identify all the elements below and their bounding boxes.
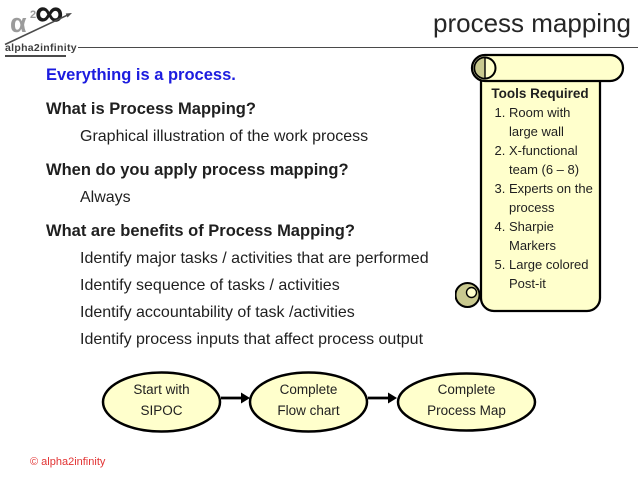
benefit-item: Identify process inputs that affect proc… — [80, 331, 424, 348]
brand-underline — [5, 55, 66, 57]
tools-list-item: Sharpie Markers — [509, 217, 598, 255]
flow-step-label: Start with SIPOC — [133, 382, 190, 418]
tools-list: Room with large wall X-functional team (… — [482, 103, 598, 293]
page-title: process mapping — [433, 8, 631, 38]
copyright-notice: © alpha2infinity — [30, 456, 106, 468]
tools-panel-title: Tools Required — [491, 86, 589, 101]
flow-step-label: Complete Process Map — [427, 382, 506, 418]
flow-ellipse-start-sipoc — [101, 371, 222, 433]
header-divider — [78, 46, 638, 48]
statement-everything-process: Everything is a process. — [46, 66, 236, 84]
question-what-is: What is Process Mapping? — [46, 100, 256, 118]
tools-list-item: X-functional team (6 – 8) — [509, 141, 598, 179]
flow-arrow-icon — [221, 392, 250, 404]
flow-ellipse-process-map — [396, 372, 537, 432]
flow-arrow-icon — [368, 392, 397, 404]
logo-arrow-icon — [4, 13, 72, 46]
brand-name: alpha2infinity — [5, 42, 77, 54]
brand-logo: α 2 ∞ alpha2infinity — [2, 0, 82, 60]
tools-list-item: Room with large wall — [509, 103, 598, 141]
scroll-top-curl-shade — [473, 56, 486, 80]
question-when-apply: When do you apply process mapping? — [46, 161, 349, 179]
scroll-shape — [455, 53, 625, 313]
question-benefits: What are benefits of Process Mapping? — [46, 222, 355, 240]
benefit-item: Identify accountability of task /activit… — [80, 304, 355, 321]
answer-what-is: Graphical illustration of the work proce… — [80, 128, 369, 145]
body-text: Everything is a process. What is Process… — [46, 62, 471, 353]
tools-panel: Tools Required Room with large wall X-fu… — [482, 84, 598, 293]
scroll-top-roll — [470, 53, 625, 83]
benefit-item: Identify major tasks / activities that a… — [80, 250, 429, 267]
flow-ellipse-flow-chart — [248, 371, 369, 433]
alpha-symbol: α — [10, 8, 27, 38]
tools-list-item: Experts on the process — [509, 179, 598, 217]
tools-list-item: Large colored Post-it — [509, 255, 598, 293]
alpha-exponent: 2 — [30, 9, 37, 21]
flow-shapes — [101, 371, 537, 433]
scroll-bottom-curl-inner — [465, 286, 478, 299]
flow-step-label: Complete Flow chart — [277, 382, 340, 418]
answer-when-apply: Always — [80, 189, 131, 206]
benefit-item: Identify sequence of tasks / activities — [80, 277, 340, 294]
